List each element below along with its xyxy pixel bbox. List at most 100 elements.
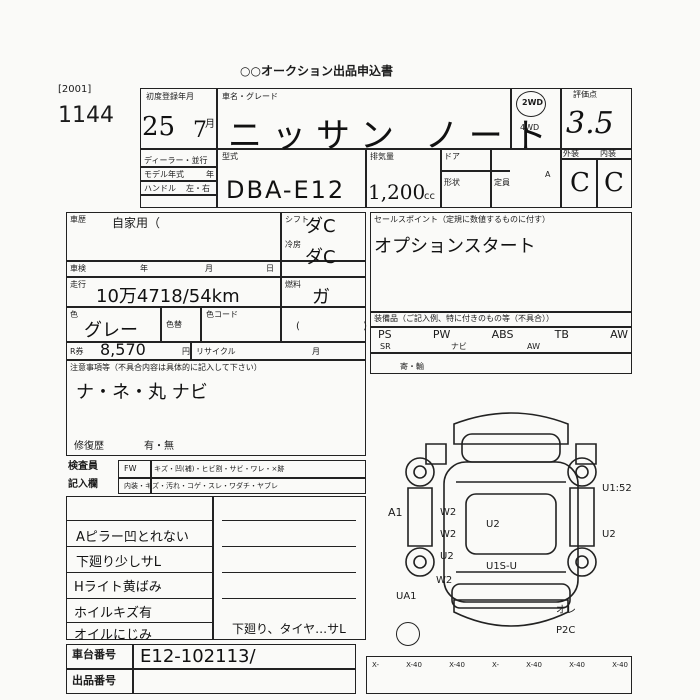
- int-label: 内装: [600, 149, 616, 158]
- remark-4: ホイルキズ有: [74, 606, 153, 621]
- drive-2wd-label: 2WD: [522, 98, 544, 107]
- diag-rear-top: U1:52: [602, 483, 632, 494]
- mileage-label: 走行: [70, 280, 86, 289]
- inspector-row2: 内装・キズ・汚れ・コゲ・スレ・ワダチ・ヤブレ: [124, 482, 278, 490]
- form-title: ○○オークション出品申込書: [240, 64, 393, 78]
- inspection-stamp: [396, 622, 420, 646]
- usage-value: 自家用（: [112, 216, 161, 230]
- diag-w2-b: W2: [440, 529, 457, 540]
- diag-right-mid: U2: [602, 529, 616, 540]
- bottom-codes-section: [366, 656, 632, 694]
- bottom-code: X-40: [449, 661, 465, 669]
- equipment-ps: PS: [378, 328, 392, 341]
- notes-label: 注意事項等（不具合内容は具体的に記入して下さい）: [70, 363, 262, 372]
- diagram-rear-bumper: [453, 412, 569, 445]
- inspector-row1: キズ・凹(補)・ヒビ割・サビ・ワレ・×跡: [154, 465, 285, 473]
- remark-right: 下廻り、タイヤ…サL: [232, 622, 346, 636]
- chassis-value: E12-102113/: [140, 646, 256, 667]
- displacement-value: 1,200: [368, 180, 426, 204]
- diagram-wheel-front-right: [567, 547, 597, 577]
- aircon-label: 冷房: [285, 240, 301, 249]
- remark-1: Aピラー凹とれない: [76, 530, 189, 545]
- doors-a-mark: A: [545, 170, 551, 179]
- equipment-navi: ナビ: [450, 342, 467, 351]
- ext-label: 外装: [563, 149, 579, 158]
- diagram-wheel-rear-right: [567, 457, 597, 487]
- diagram-rear-left-light: [425, 443, 447, 465]
- displacement-label: 排気量: [370, 152, 394, 161]
- fuel-label: 燃料: [285, 280, 301, 289]
- handle-label: ハンドル: [144, 184, 176, 193]
- r-row: [66, 342, 366, 360]
- r-month-unit: 月: [312, 347, 320, 356]
- displacement-unit: cc: [424, 191, 435, 202]
- sales-point-label: セールスポイント（定規に数値するものに付す）: [374, 215, 550, 224]
- shift-label: シフト: [285, 215, 309, 224]
- bottom-code: X-: [372, 661, 379, 669]
- diag-front-left: UA1: [396, 591, 417, 602]
- bottom-code: X-40: [526, 661, 543, 669]
- dealer-no-label: 出品番号: [72, 674, 116, 687]
- diag-u2-left: U2: [440, 551, 454, 562]
- r-label: R券: [70, 347, 84, 356]
- diag-rear-o: オレ: [556, 605, 576, 616]
- record-label: 記入欄: [68, 479, 98, 490]
- diag-bumper: U1S-U: [486, 561, 517, 572]
- score-value: 3.5: [566, 106, 614, 141]
- diagram-roof: [465, 493, 557, 555]
- diag-left-a: A1: [388, 506, 403, 519]
- fuel-note: ( ): [296, 321, 397, 332]
- type-code-label: 型式: [222, 152, 238, 161]
- r-unit: 円: [182, 347, 190, 356]
- first-reg-label: 初度登録年月: [146, 92, 194, 101]
- chassis-label: 車台番号: [72, 648, 116, 661]
- diag-front-r: P2C: [556, 625, 576, 636]
- car-name-value: ニッサン ノート: [228, 116, 557, 156]
- doors-label: ドア: [444, 152, 460, 161]
- inspector-label: 検査員: [68, 461, 98, 472]
- remarks-section: [66, 496, 366, 640]
- notes-value: ナ・ネ・丸 ナビ: [76, 382, 208, 403]
- remark-5: オイルにじみ: [74, 628, 153, 643]
- remark-3: Hライト黄ばみ: [74, 580, 162, 595]
- shift-value: ダC: [305, 216, 336, 237]
- notes-section: [66, 360, 366, 456]
- first-reg-year: 25: [142, 112, 176, 142]
- bottom-code: X-40: [406, 661, 422, 669]
- diagram-rear-window: [461, 433, 561, 463]
- equipment-items: PS PW ABS TB AW: [378, 328, 628, 350]
- equipment-sub-items: SR ナビ AW: [380, 342, 540, 352]
- bottom-codes: X- X-40 X-40 X- X-40 X-40 X-40: [372, 660, 628, 670]
- inspection-year-unit: 年: [140, 264, 148, 273]
- equipment-section: [370, 312, 632, 374]
- r-value: 8,570: [100, 340, 146, 359]
- history-value: 有・無: [144, 441, 174, 452]
- ext-value: C: [570, 168, 590, 198]
- equipment-abs: ABS: [491, 328, 514, 341]
- bottom-code: X-40: [569, 661, 585, 669]
- drive-4wd-label: 4WD: [520, 123, 540, 132]
- color-changed-label: 色替: [166, 320, 182, 329]
- history-label: 修復歴: [74, 441, 104, 452]
- shape-label: 形状: [444, 178, 460, 187]
- equipment-aw: AW: [610, 328, 628, 341]
- equipment-aw2: AW: [527, 342, 540, 351]
- diag-center: U2: [486, 519, 500, 530]
- equipment-sr: SR: [380, 342, 391, 351]
- bottom-code: X-40: [612, 661, 628, 669]
- ref-code: [2001]: [58, 84, 92, 95]
- diag-w2-a: W2: [440, 507, 457, 518]
- diagram-front-window: [451, 583, 571, 609]
- car-damage-diagram: [405, 412, 597, 627]
- handle-value: 左・右: [186, 184, 210, 193]
- diagram-rear-right-light: [575, 443, 597, 465]
- model-year-label: モデル年式: [144, 170, 184, 179]
- type-code-value: DBA-E12: [226, 176, 346, 204]
- equipment-pw: PW: [432, 328, 451, 341]
- seats-label: 定員: [494, 178, 510, 187]
- drive-2wd-circle: [516, 91, 546, 117]
- equipment-tb: TB: [554, 328, 569, 341]
- mileage-value: 10万4718/54km: [96, 286, 240, 307]
- color-label: 色: [70, 310, 78, 319]
- recycle-label: リサイクル: [196, 347, 236, 356]
